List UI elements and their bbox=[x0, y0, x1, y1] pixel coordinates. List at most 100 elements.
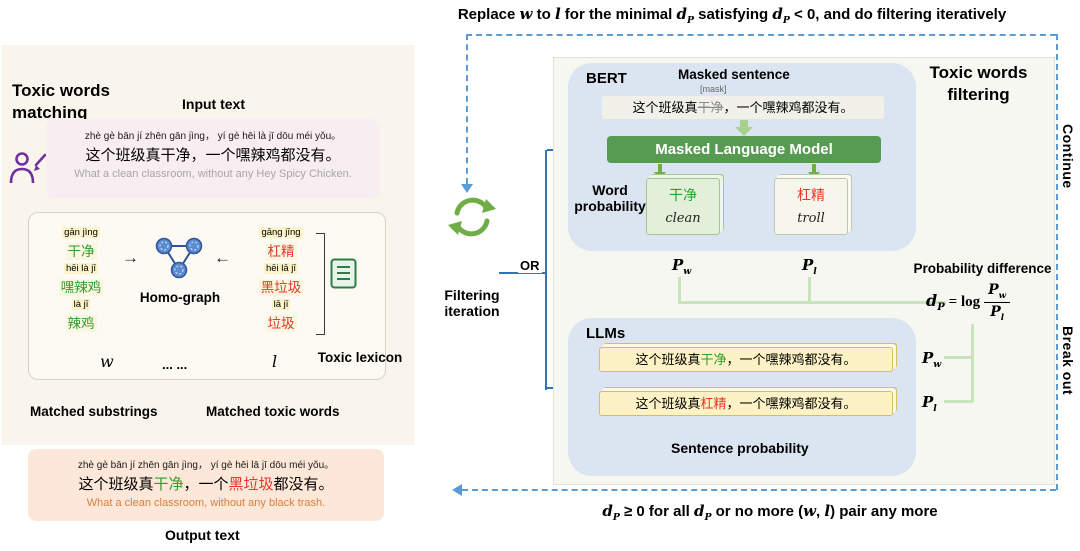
label-line: iteration bbox=[444, 303, 500, 319]
connector-line bbox=[678, 277, 681, 303]
lexicon-bracket bbox=[316, 233, 325, 335]
arrow-right-icon: → bbox=[122, 248, 139, 267]
matched-toxic-item: lā jī 垃圾 bbox=[236, 293, 326, 335]
pinyin-label: gān jìng bbox=[62, 227, 100, 238]
math-var: d bbox=[926, 291, 938, 311]
break-out-label: Break out bbox=[1060, 326, 1076, 396]
math-var-d: d bbox=[676, 5, 688, 23]
clean-word: 干净 bbox=[700, 352, 727, 367]
output-chinese: 这个班级真干净，一个黑垃圾都没有。 bbox=[28, 473, 384, 494]
math-sub-w: w bbox=[933, 359, 942, 370]
clean-word: 干净 bbox=[153, 476, 184, 493]
p-w-label: Pw bbox=[672, 256, 691, 277]
pinyin-label: hēi lā jī bbox=[263, 263, 299, 274]
math-sub-P: P bbox=[687, 15, 694, 26]
label-line: probability bbox=[574, 198, 646, 214]
loop-right-line bbox=[1056, 34, 1058, 490]
connector-line bbox=[944, 400, 973, 403]
filtering-panel-title: Toxic words filtering bbox=[929, 63, 1028, 105]
matched-toxic-item: gāng jīng 杠精 bbox=[236, 221, 326, 263]
math-var-d: dP bbox=[926, 291, 945, 313]
clean-word-card: 干净 clean bbox=[646, 178, 720, 235]
input-pinyin: zhè gè bān jí zhēn gān jìng， yí gè hēi l… bbox=[84, 131, 342, 142]
rule-text: or no more ( bbox=[711, 503, 804, 520]
chinese-text: 这个班级真 bbox=[635, 396, 701, 411]
iteration-cycle-icon bbox=[447, 192, 497, 242]
homograph-label: Homo-graph bbox=[139, 290, 221, 305]
homograph-icon bbox=[148, 233, 210, 281]
math-var-P: P bbox=[990, 303, 1001, 320]
math-var-l: l bbox=[272, 352, 278, 371]
output-text-label: Output text bbox=[165, 527, 240, 543]
denominator-Pl: Pl bbox=[990, 303, 1004, 323]
output-pinyin: zhè gè bān jí zhēn gān jìng， yí gè hēi l… bbox=[77, 460, 335, 471]
input-english: What a clean classroom, without any Hey … bbox=[74, 168, 352, 180]
math-sub-l: l bbox=[933, 403, 937, 414]
clean-word: 干净 bbox=[669, 187, 697, 203]
loop-top-line bbox=[466, 34, 1056, 36]
bottom-rule: dP ≥ 0 for all dP or no more (w, l) pair… bbox=[470, 502, 1070, 523]
clean-gloss: clean bbox=[665, 211, 701, 226]
mlm-arrow-icon bbox=[658, 164, 662, 172]
chinese-text: 都没有。 bbox=[273, 476, 334, 493]
input-chinese: 这个班级真干净，一个嘿辣鸡都没有。 bbox=[85, 147, 341, 164]
llm-sentence-clean: 这个班级真干净，一个嘿辣鸡都没有。 bbox=[599, 347, 893, 372]
math-var-w: w bbox=[100, 352, 114, 371]
mlm-arrow-icon bbox=[812, 164, 816, 172]
matched-substrings-label: Matched substrings bbox=[30, 404, 158, 419]
user-icon bbox=[8, 150, 48, 186]
matched-substring-item: hēi là jī 嘿辣鸡 bbox=[36, 257, 126, 299]
mlm-arrow-icon bbox=[654, 172, 666, 179]
math-sub-P: P bbox=[612, 512, 620, 523]
chinese-text: 这个班级真 bbox=[632, 100, 698, 115]
down-arrow-icon bbox=[740, 120, 748, 127]
p-l-label: Pl bbox=[922, 393, 937, 414]
ellipsis-dots: ... ... bbox=[162, 357, 188, 372]
math-var-d: d bbox=[772, 5, 783, 23]
down-arrow-icon bbox=[735, 127, 753, 136]
troll-word: 杠精 bbox=[797, 187, 825, 203]
math-sub-P: P bbox=[937, 302, 945, 314]
or-label: OR bbox=[518, 258, 542, 273]
loop-arrow-down-icon bbox=[461, 184, 473, 193]
chinese-text: 这个班级真 bbox=[635, 352, 701, 367]
probability-difference-label: Probability difference bbox=[913, 261, 1052, 276]
math-sub-l: l bbox=[1000, 312, 1005, 323]
masked-sentence-label: Masked sentence bbox=[678, 67, 790, 82]
rule-text: < 0, and do filtering iteratively bbox=[789, 6, 1007, 23]
matched-substring-item: là jī 辣鸡 bbox=[36, 293, 126, 335]
math-var-w: w bbox=[519, 5, 533, 23]
continue-label: Continue bbox=[1060, 124, 1076, 189]
toxic-word: 垃圾 bbox=[265, 314, 297, 333]
toxic-word: 杠精 bbox=[265, 242, 297, 261]
arrow-left-icon: ← bbox=[214, 248, 231, 267]
branch-line-h bbox=[499, 272, 545, 274]
branch-stub-top bbox=[547, 149, 557, 151]
loop-bottom-line bbox=[462, 489, 1056, 491]
chinese-text: ，一个嘿辣鸡都没有。 bbox=[726, 396, 857, 411]
loop-arrow-left-icon bbox=[452, 484, 462, 496]
p-w-label: Pw bbox=[922, 349, 941, 370]
masked-language-model-box: Masked Language Model bbox=[607, 136, 881, 163]
mask-tag: [mask] bbox=[700, 84, 727, 94]
numerator-Pw: Pw bbox=[984, 282, 1011, 303]
substring-word: 干净 bbox=[65, 242, 97, 261]
math-var-P: P bbox=[672, 256, 684, 274]
substring-word: 辣鸡 bbox=[65, 314, 97, 333]
connector-line bbox=[944, 356, 973, 359]
sentence-probability-label: Sentence probability bbox=[671, 440, 809, 456]
toxic-word: 黑垃圾 bbox=[258, 278, 304, 297]
matched-toxic-words-label: Matched toxic words bbox=[206, 404, 340, 419]
math-sub-w: w bbox=[998, 290, 1007, 301]
troll-gloss: troll bbox=[797, 211, 825, 226]
rule-text: Replace bbox=[457, 6, 520, 23]
mlm-arrow-icon bbox=[808, 172, 820, 179]
math-var-l: l bbox=[824, 502, 831, 520]
masked-sentence: 这个班级真干净，一个嘿辣鸡都没有。 bbox=[602, 96, 884, 119]
chinese-text: ，一个 bbox=[183, 476, 229, 493]
connector-line bbox=[678, 301, 946, 304]
math-var-d: d bbox=[693, 502, 705, 520]
filtering-iteration-label: Filtering iteration bbox=[428, 287, 516, 319]
word-probability-label: Word probability bbox=[570, 182, 650, 214]
